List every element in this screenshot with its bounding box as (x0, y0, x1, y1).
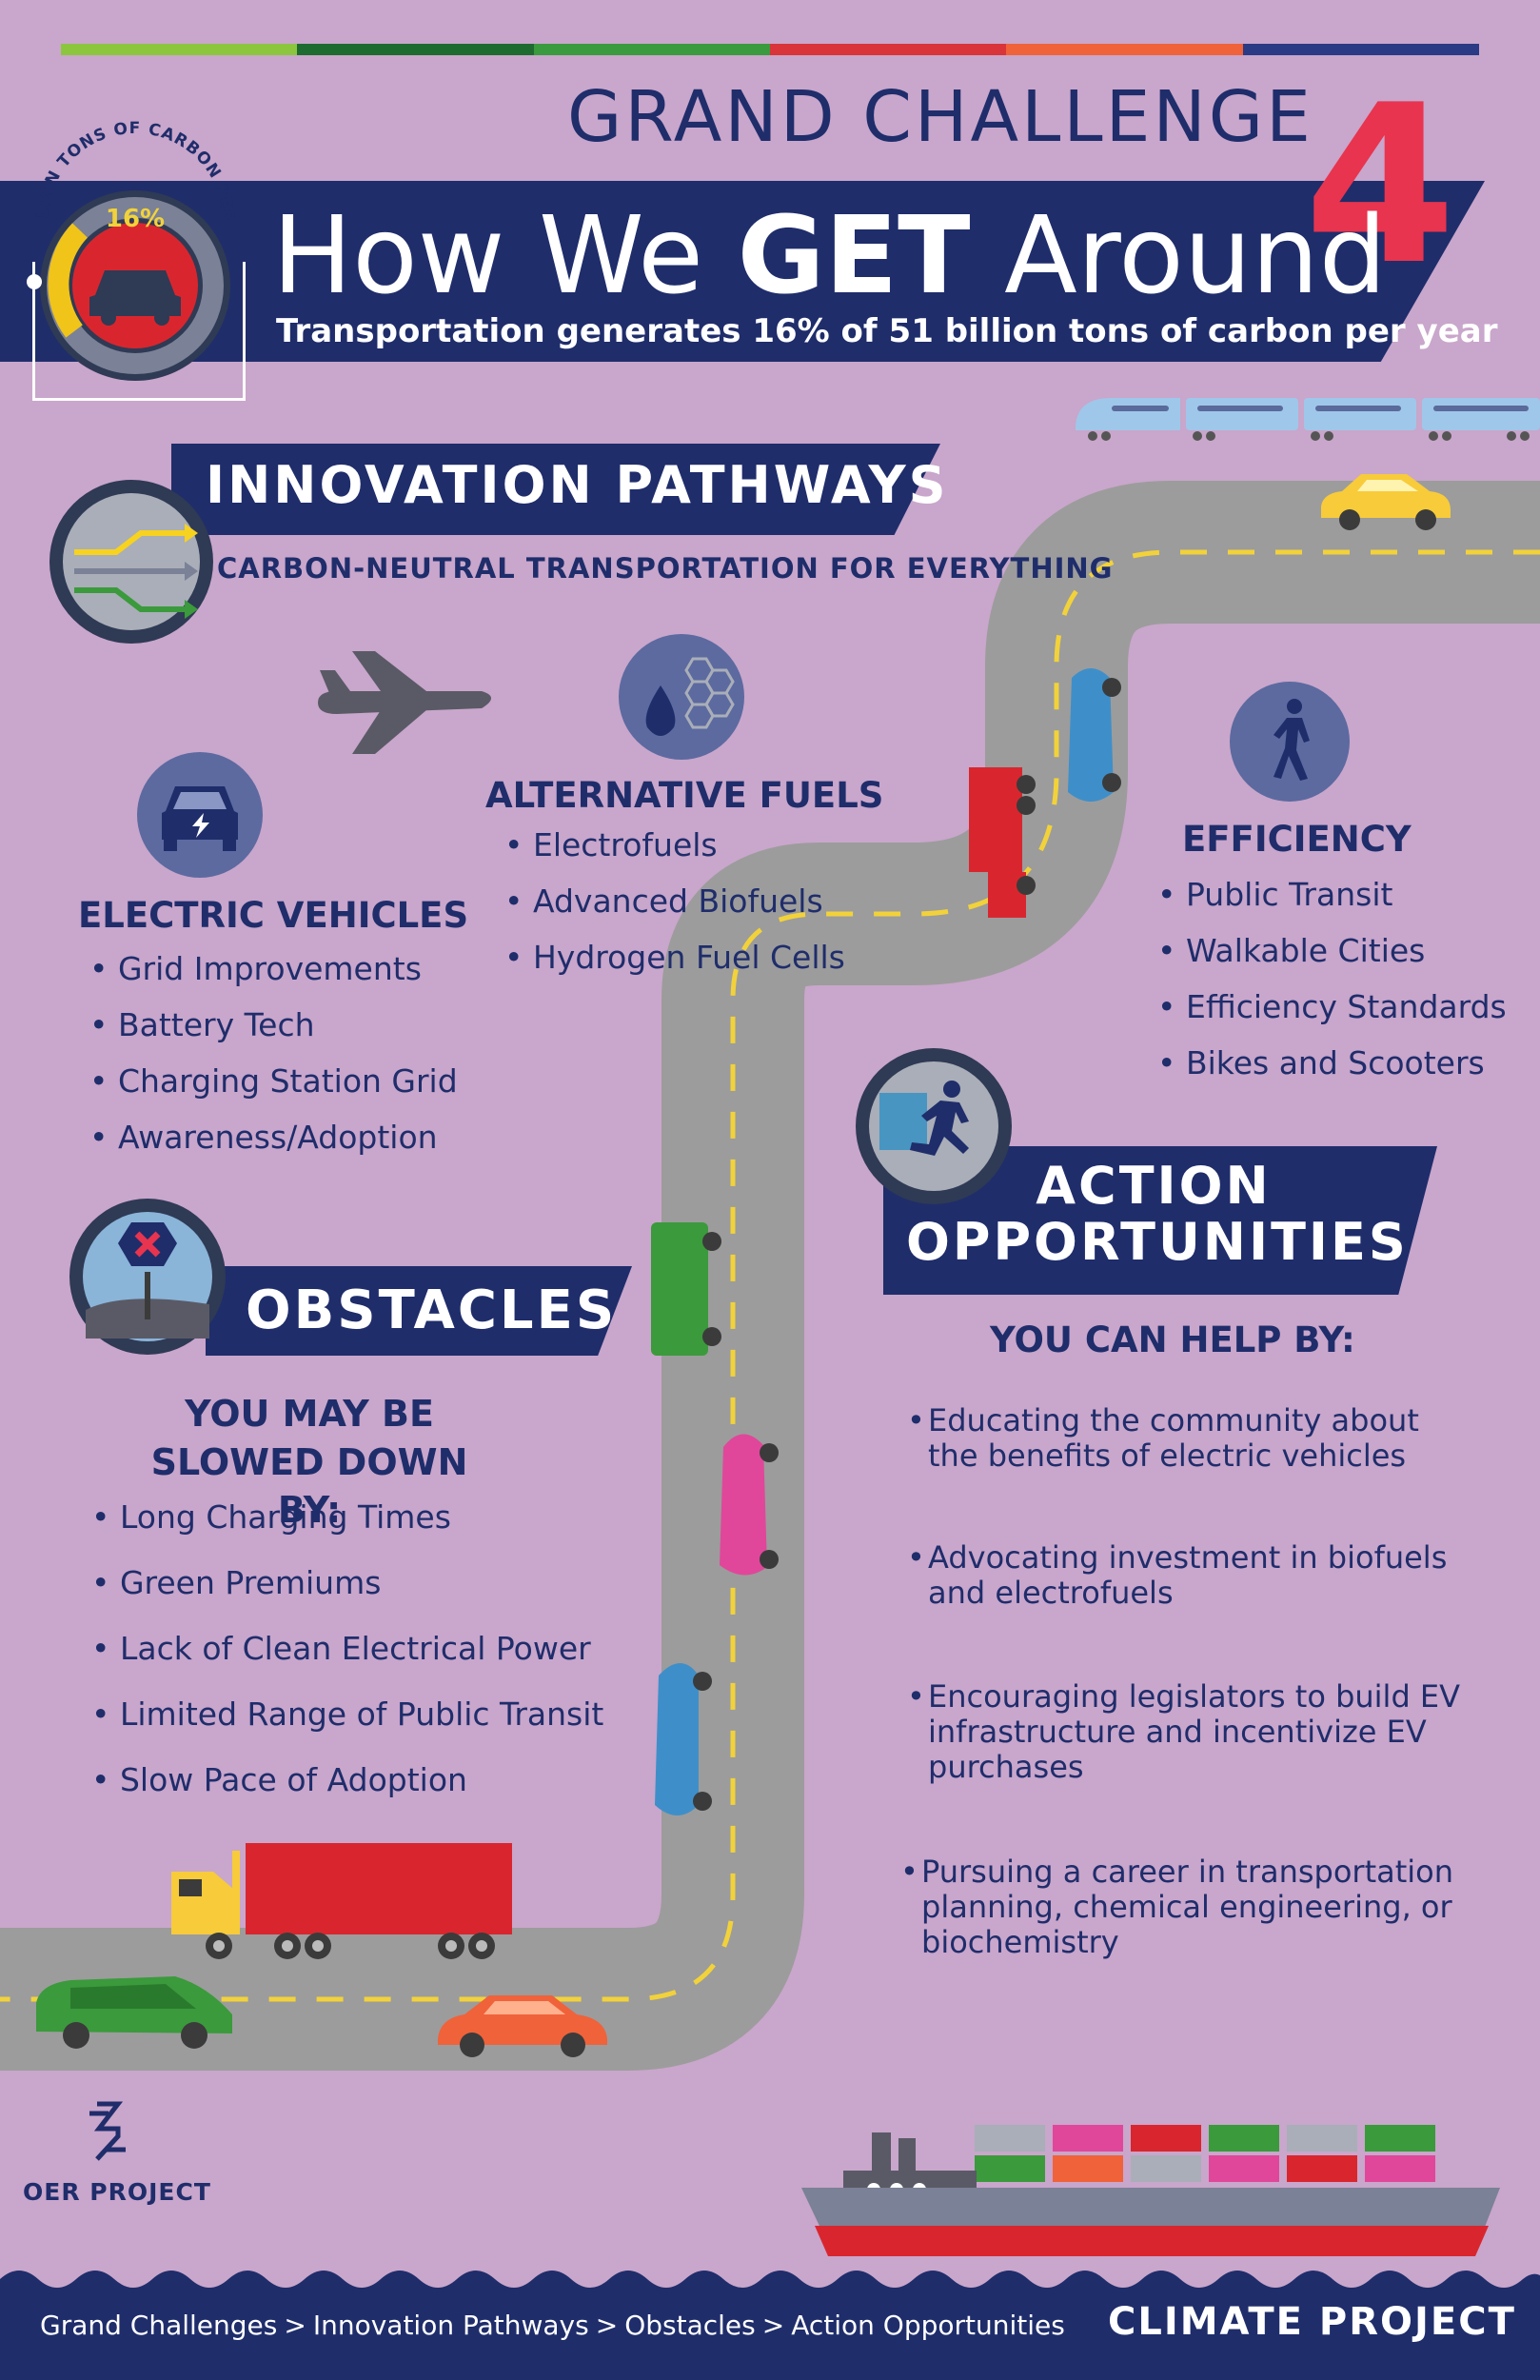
list-item: Bikes and Scooters (1157, 1044, 1507, 1101)
efficiency-heading: EFFICIENCY (1182, 819, 1412, 860)
airplane-icon (318, 651, 491, 754)
badge-percent: 16% (106, 205, 165, 233)
oer-logo-icon (89, 2101, 126, 2161)
challenge-number: 4 (1304, 59, 1457, 313)
list-item: Electrofuels (504, 826, 845, 883)
action-item: •Encouraging legislators to build EV inf… (907, 1678, 1461, 1786)
list-item: Long Charging Times (91, 1498, 603, 1564)
action-item-text: Encouraging legislators to build EV infr… (928, 1678, 1461, 1786)
title-post: Around (970, 194, 1387, 318)
train-icon (1076, 398, 1540, 441)
title-pre: How We (272, 194, 738, 318)
list-item: Green Premiums (91, 1564, 603, 1630)
action-item: •Advocating investment in biofuels and e… (907, 1539, 1448, 1612)
green-van-icon (651, 1222, 721, 1356)
breadcrumb-item-obstacles[interactable]: Obstacles (624, 2310, 756, 2341)
alternative-fuels-heading: ALTERNATIVE FUELS (485, 775, 884, 816)
running-person-icon (856, 1048, 1012, 1204)
pathways-icon (49, 480, 213, 644)
list-item: Limited Range of Public Transit (91, 1696, 603, 1761)
top-color-bar (61, 44, 1479, 55)
action-item-text: Educating the community about the benefi… (928, 1402, 1419, 1475)
orange-car-icon (438, 1995, 607, 2057)
action-item-text: Pursuing a career in transportation plan… (921, 1854, 1454, 1961)
action-title-line2: OPPORTUNITIES (906, 1212, 1409, 1273)
grand-challenge-label: GRAND CHALLENGE (567, 76, 1313, 158)
yellow-car-icon (1321, 474, 1451, 530)
list-item: Battery Tech (89, 1006, 458, 1062)
breadcrumb-item-innovation-pathways[interactable]: Innovation Pathways (312, 2310, 589, 2341)
obstacles-ribbon (206, 1266, 632, 1356)
car-icon (89, 270, 181, 326)
pink-car-icon (720, 1434, 779, 1576)
page-subtitle: Transportation generates 16% of 51 billi… (276, 312, 1498, 350)
oer-project-logo: OER PROJECT (23, 2178, 211, 2206)
road-sign-x-icon (69, 1199, 226, 1355)
list-item: Public Transit (1157, 876, 1507, 932)
innovation-subtitle: CARBON-NEUTRAL TRANSPORTATION FOR EVERYT… (217, 552, 1114, 585)
title-bold: GET (737, 194, 971, 318)
chevron-right-icon: > (761, 2310, 785, 2341)
fuel-drop-icon (619, 634, 744, 760)
list-item: Grid Improvements (89, 950, 458, 1006)
electric-vehicles-heading: ELECTRIC VEHICLES (78, 895, 469, 936)
breadcrumb-item-action-opportunities[interactable]: Action Opportunities (791, 2310, 1065, 2341)
obstacles-title: OBSTACLES (246, 1279, 618, 1341)
list-item: Advanced Biofuels (504, 883, 845, 939)
title-banner (0, 181, 1485, 362)
truck-icon (171, 1843, 512, 1959)
list-item: Hydrogen Fuel Cells (504, 939, 845, 995)
list-item: Walkable Cities (1157, 932, 1507, 988)
electric-car-icon (137, 752, 263, 878)
action-title: ACTION OPPORTUNITIES (906, 1156, 1409, 1273)
action-item-text: Advocating investment in biofuels and el… (928, 1539, 1448, 1612)
walking-person-icon (1230, 682, 1350, 802)
electric-vehicles-list: Grid Improvements Battery Tech Charging … (89, 950, 458, 1175)
action-title-line1: ACTION (1036, 1156, 1272, 1216)
obstacles-subtitle: YOU MAY BE SLOWED DOWN BY: (150, 1393, 468, 1532)
alternative-fuels-list: Electrofuels Advanced Biofuels Hydrogen … (504, 826, 845, 995)
breadcrumb: Grand Challenges>Innovation Pathways>Obs… (40, 2310, 1065, 2341)
chevron-right-icon: > (595, 2310, 619, 2341)
list-item: Charging Station Grid (89, 1062, 458, 1119)
climate-project-logo: CLIMATE PROJECT (1108, 2300, 1516, 2344)
blue-car-icon (1068, 668, 1121, 802)
obstacles-list: Long Charging Times Green Premiums Lack … (91, 1498, 603, 1827)
efficiency-list: Public Transit Walkable Cities Efficienc… (1157, 876, 1507, 1101)
list-item: Efficiency Standards (1157, 988, 1507, 1044)
cargo-ship-icon (801, 2125, 1500, 2256)
action-item: •Pursuing a career in transportation pla… (900, 1854, 1454, 1961)
page-title: How We GET Around (272, 197, 1387, 315)
green-car-icon (36, 1976, 232, 2049)
list-item: Slow Pace of Adoption (91, 1761, 603, 1827)
carbon-badge: 51 BILLION TONS OF CARBON PER YEAR 16% (17, 114, 236, 381)
innovation-ribbon (171, 444, 940, 535)
chevron-right-icon: > (284, 2310, 306, 2341)
breadcrumb-item-grand-challenges[interactable]: Grand Challenges (40, 2310, 278, 2341)
list-item: Lack of Clean Electrical Power (91, 1630, 603, 1696)
blue-car-2-icon (655, 1663, 712, 1815)
list-item: Awareness/Adoption (89, 1119, 458, 1175)
road (0, 481, 1540, 2071)
innovation-title: INNOVATION PATHWAYS (206, 455, 949, 515)
footer-bar (0, 2271, 1540, 2380)
red-truck-icon (969, 767, 1036, 918)
action-item: •Educating the community about the benef… (907, 1402, 1419, 1475)
badge-bracket (32, 262, 246, 401)
action-subtitle: YOU CAN HELP BY: (990, 1319, 1355, 1360)
